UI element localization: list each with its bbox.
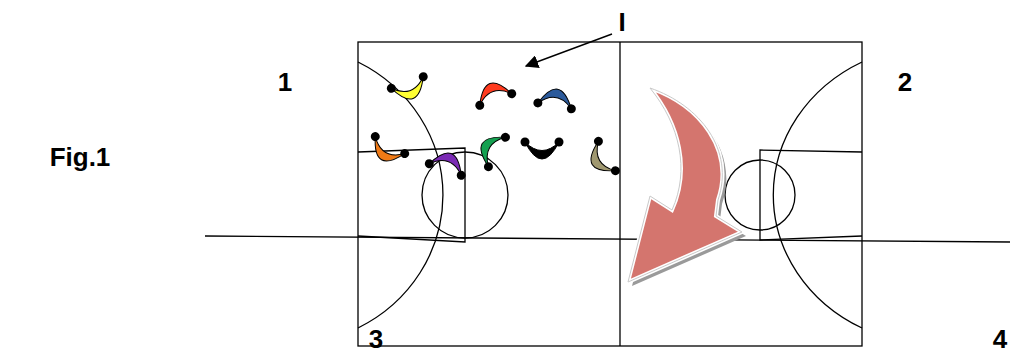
pointer-line — [526, 34, 612, 66]
right-three-point-arc — [773, 62, 862, 328]
corner-number: 4 — [993, 326, 1007, 352]
player-crescent — [367, 137, 405, 169]
left-three-point-arc — [358, 62, 443, 328]
player-marker — [470, 76, 518, 111]
player-dot — [474, 100, 486, 112]
right-free-throw-circle — [725, 160, 795, 230]
player-dot — [482, 161, 494, 173]
figure-label: Fig.1 — [50, 144, 111, 170]
player-marker — [471, 125, 511, 173]
corner-number: 1 — [278, 69, 292, 95]
player-dot — [609, 165, 621, 177]
player-dot — [506, 88, 518, 100]
half-court-line — [619, 42, 620, 346]
player-dot — [499, 131, 511, 143]
player-crescent — [525, 142, 559, 159]
reference-line — [205, 236, 1010, 242]
player-dot — [592, 135, 604, 147]
player-marker — [521, 138, 564, 160]
corner-number: 2 — [898, 69, 912, 95]
player-dot — [455, 170, 467, 182]
pointer-label: I — [618, 9, 625, 35]
player-dot — [424, 158, 436, 170]
player-marker — [581, 135, 621, 183]
player-marker — [533, 85, 579, 114]
player-dot — [521, 138, 530, 147]
player-dot — [555, 138, 564, 147]
player-dot — [566, 104, 576, 114]
player-dot — [399, 147, 411, 159]
big-arrow — [628, 88, 746, 286]
player-marker — [386, 71, 434, 106]
player-dot — [369, 130, 381, 142]
player-dot — [533, 98, 543, 108]
player-dot — [417, 71, 429, 83]
player-marker — [363, 130, 411, 170]
player-dot — [386, 83, 398, 95]
player-marker — [424, 146, 472, 181]
court-outline — [358, 42, 862, 346]
player-crescent — [584, 141, 616, 179]
left-free-throw-circle — [422, 152, 508, 238]
player-crescent — [474, 129, 506, 167]
corner-number: 3 — [369, 326, 383, 352]
